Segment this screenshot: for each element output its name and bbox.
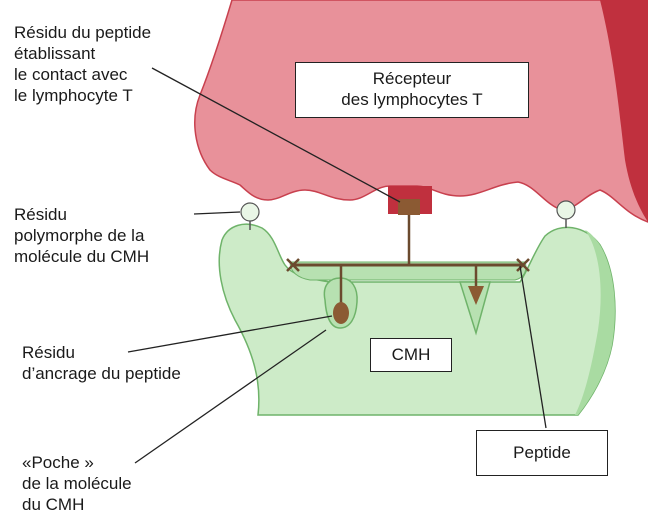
label-residu-contact-line-4: le lymphocyte T (14, 85, 151, 106)
label-residu-ancrage-line-2: d’ancrage du peptide (22, 363, 181, 384)
label-recepteur-line-1: Récepteur (296, 68, 528, 89)
label-cmh-box: CMH (370, 338, 452, 372)
polymorphic-residue-left (241, 203, 259, 221)
leader-polymorphe (194, 212, 240, 214)
label-residu-polymorphe: Résidu polymorphe de la molécule du CMH (14, 204, 149, 267)
label-residu-contact-line-1: Résidu du peptide (14, 22, 151, 43)
mhc-molecule-shape (219, 224, 615, 415)
label-cmh: CMH (371, 344, 451, 365)
label-residu-polymorphe-line-2: polymorphe de la (14, 225, 149, 246)
anchor-residue (333, 302, 349, 324)
label-residu-ancrage: Résidu d’ancrage du peptide (22, 342, 181, 384)
contact-residue (398, 199, 420, 215)
label-recepteur-line-2: des lymphocytes T (296, 89, 528, 110)
polymorphic-residue-right (557, 201, 575, 219)
label-peptide-box: Peptide (476, 430, 608, 476)
label-poche-line-1: «Poche » (22, 452, 132, 473)
label-residu-polymorphe-line-1: Résidu (14, 204, 149, 225)
label-recepteur-box: Récepteur des lymphocytes T (295, 62, 529, 118)
label-poche-line-2: de la molécule (22, 473, 132, 494)
label-poche-line-3: du CMH (22, 494, 132, 515)
label-peptide: Peptide (477, 442, 607, 463)
label-residu-contact: Résidu du peptide établissant le contact… (14, 22, 151, 106)
label-residu-contact-line-3: le contact avec (14, 64, 151, 85)
label-poche: «Poche » de la molécule du CMH (22, 452, 132, 515)
label-residu-contact-line-2: établissant (14, 43, 151, 64)
label-residu-ancrage-line-1: Résidu (22, 342, 181, 363)
label-residu-polymorphe-line-3: molécule du CMH (14, 246, 149, 267)
